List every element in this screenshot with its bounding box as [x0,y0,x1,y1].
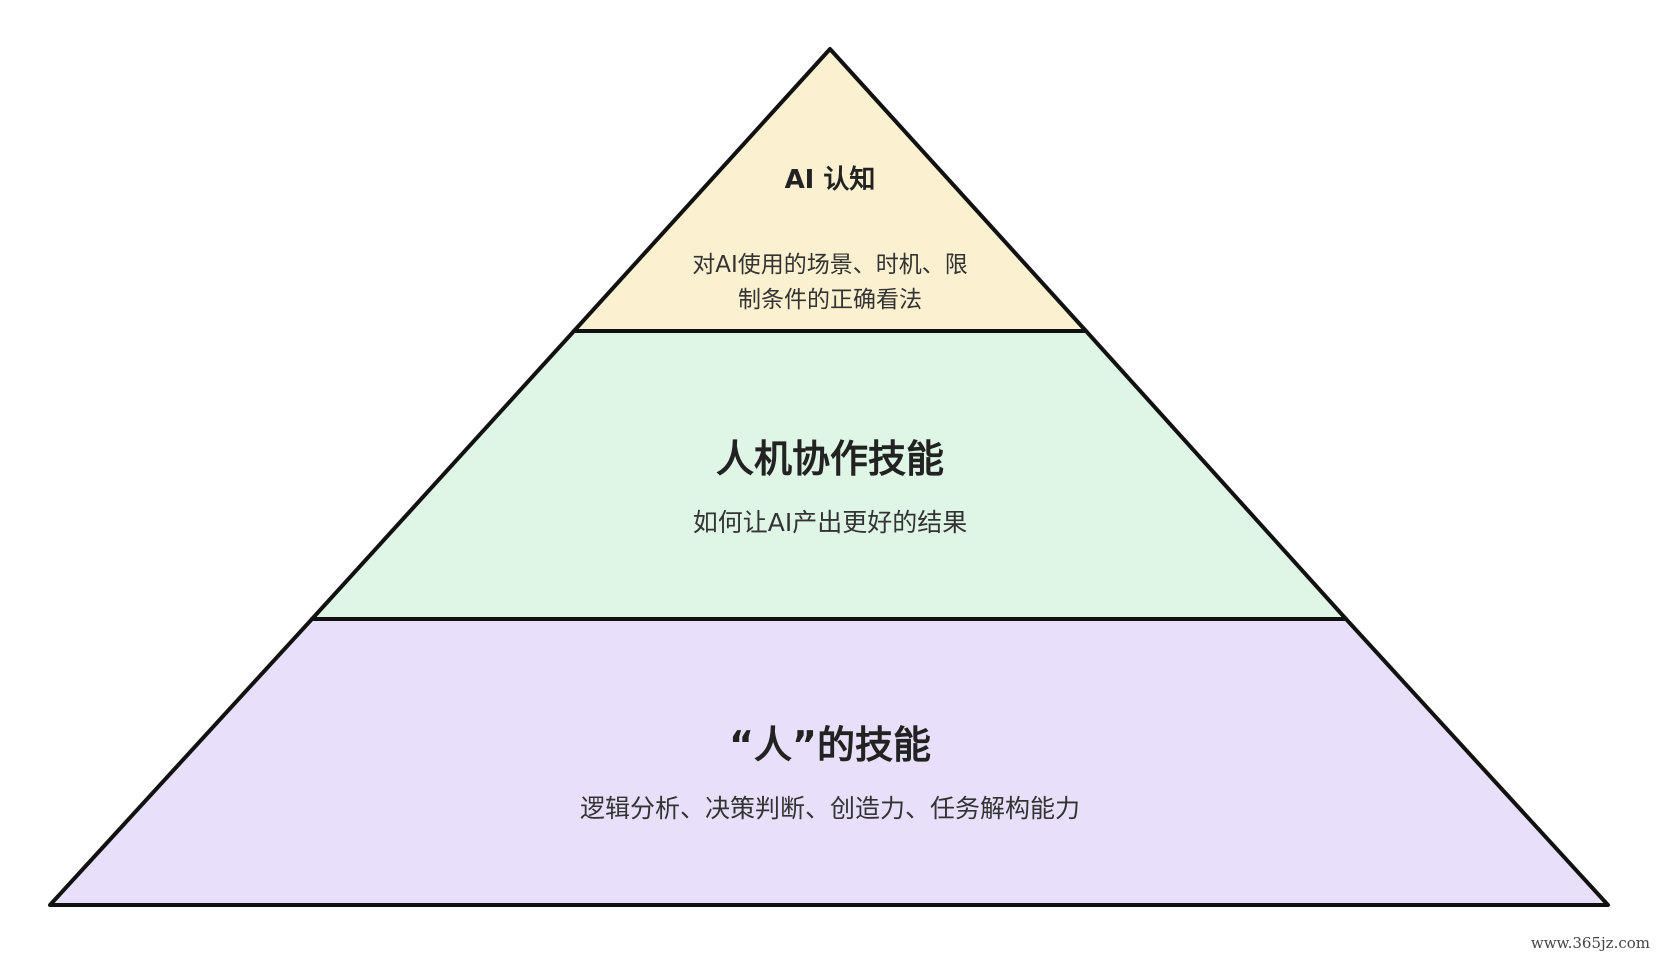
layer-middle-title: 人机协作技能 [716,437,944,481]
layer-top-desc-line-1: 对AI使用的场景、时机、限 [692,252,968,278]
layer-bottom-desc-line-1: 逻辑分析、决策判断、创造力、任务解构能力 [580,794,1080,823]
pyramid-layer-bottom: “人”的技能 逻辑分析、决策判断、创造力、任务解构能力 [48,617,1610,907]
watermark-text: www.365jz.com [1531,934,1650,952]
pyramid-layer-top: AI 认知 对AI使用的场景、时机、限 制条件的正确看法 [572,47,1088,333]
pyramid-layer-middle: 人机协作技能 如何让AI产出更好的结果 [310,329,1348,621]
layer-top-desc-line-2: 制条件的正确看法 [738,287,922,313]
layer-bottom-title: “人”的技能 [729,723,931,767]
pyramid-layer-bottom-shape [48,617,1610,907]
layer-middle-desc-line-1: 如何让AI产出更好的结果 [693,508,967,537]
layer-top-title: AI 认知 [785,165,876,195]
